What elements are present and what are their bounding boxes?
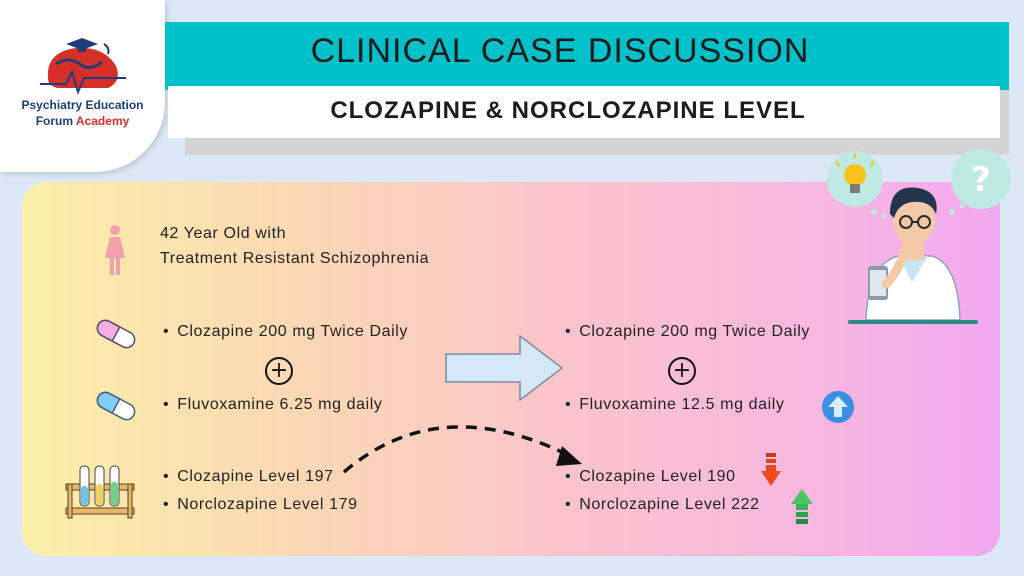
logo-text-forum: Forum: [35, 114, 76, 128]
before-level-norclozapine: Norclozapine Level 179: [163, 496, 358, 514]
after-level-norclozapine: Norclozapine Level 222: [565, 496, 760, 514]
patient-line1: 42 Year Old with: [160, 225, 287, 242]
before-level-clozapine: Clozapine Level 197: [163, 468, 334, 486]
page-subtitle: CLOZAPINE & NORCLOZAPINE LEVEL: [330, 97, 806, 124]
question-mark-icon: ?: [951, 149, 1011, 209]
arrow-up-icon: [791, 489, 813, 524]
logo-text-academy: Academy: [75, 114, 130, 128]
plus-icon: +: [265, 357, 293, 385]
patient-line2: Treatment Resistant Schizophrenia: [160, 250, 430, 267]
logo-text-line1: Psychiatry Education: [21, 98, 144, 112]
arrow-right-icon: [445, 334, 564, 402]
after-level-clozapine: Clozapine Level 190: [565, 468, 736, 486]
test-tubes-icon: [65, 465, 135, 519]
capsule-icon: [96, 391, 136, 421]
before-med-clozapine: Clozapine 200 mg Twice Daily: [163, 323, 408, 341]
thought-dots-icon: [871, 203, 965, 218]
logo-brain-icon: [40, 38, 126, 95]
subtitle-box: [168, 86, 1000, 138]
after-med-clozapine: Clozapine 200 mg Twice Daily: [565, 323, 810, 341]
arrow-up-circle-icon: [822, 391, 854, 423]
capsule-icon: [96, 319, 136, 349]
before-med-fluvoxamine: Fluvoxamine 6.25 mg daily: [163, 396, 383, 414]
lightbulb-icon: [827, 151, 883, 207]
female-person-icon: [105, 225, 125, 275]
arrow-down-icon: [761, 453, 781, 486]
header-banner: [165, 22, 1009, 90]
page-title: CLINICAL CASE DISCUSSION: [310, 32, 810, 70]
logo-card: Psychiatry Education Forum Academy: [0, 0, 165, 172]
dashed-arrow-icon: [342, 425, 582, 474]
doctor-illustration: [848, 187, 978, 324]
logo-text-line2: Forum Academy: [0, 114, 165, 128]
after-med-fluvoxamine: Fluvoxamine 12.5 mg daily: [565, 396, 785, 414]
svg-text:?: ?: [971, 160, 991, 200]
plus-icon: +: [668, 357, 696, 385]
